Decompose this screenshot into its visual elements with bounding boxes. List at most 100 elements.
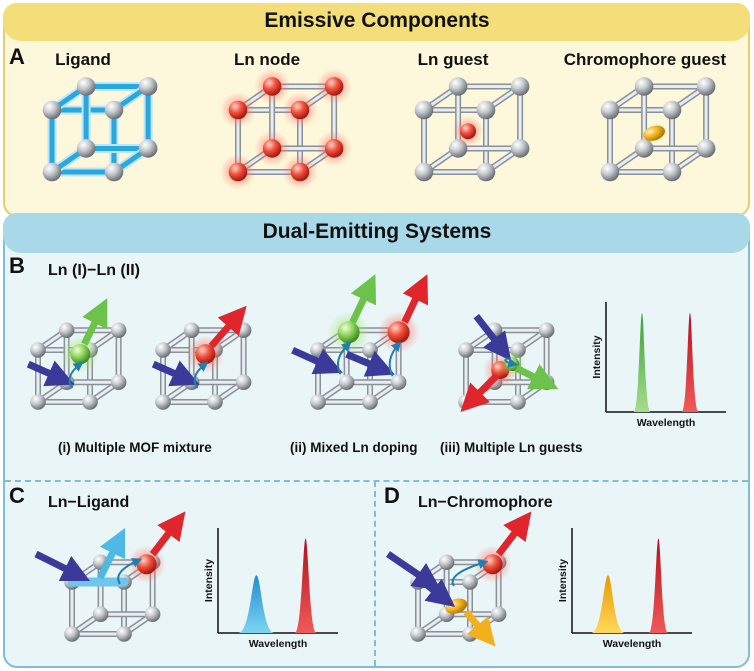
metal-node	[104, 100, 124, 120]
metal-node	[462, 626, 478, 642]
metal-node	[414, 100, 434, 120]
metal-node	[138, 139, 158, 158]
spectrum-b: Wavelength Intensity	[591, 302, 726, 429]
red-emission-arrow	[208, 305, 247, 349]
metal-node	[30, 342, 46, 358]
component-label-chromophore-guest: Chromophore guest	[563, 50, 727, 69]
y-axis-label: Intensity	[557, 559, 569, 602]
metal-node	[64, 626, 80, 642]
red-emission-arrow	[460, 373, 499, 413]
red-emission-arrow	[149, 511, 186, 557]
metal-node	[58, 322, 75, 339]
red-ln-node	[482, 554, 503, 575]
x-axis-label: Wavelength	[637, 417, 696, 429]
chromophore-emission-arrow	[463, 609, 496, 647]
excitation-arrow	[473, 313, 512, 361]
panel-b-letter: B	[9, 253, 25, 278]
emission-peak	[633, 313, 651, 412]
panel-a-letter: A	[9, 44, 25, 69]
ln-node	[262, 77, 282, 96]
ln-guest-ion	[460, 123, 477, 140]
excitation-arrow	[151, 360, 200, 387]
excitation-arrow	[345, 350, 395, 377]
metal-node	[662, 162, 682, 182]
emission-peak	[238, 575, 275, 633]
panel-divider-horizontal	[5, 480, 748, 482]
panel-b-title: Ln (I)−Ln (II)	[48, 262, 140, 279]
chromophore-guest	[643, 125, 665, 141]
emissive-components-title: Emissive Components	[264, 9, 490, 32]
metal-node	[183, 322, 200, 339]
metal-node	[414, 162, 434, 182]
energy-transfer-arrow	[336, 341, 352, 375]
panel-d-letter: D	[384, 483, 400, 508]
energy-transfer-arrow	[388, 341, 402, 377]
green-emission-arrow	[81, 298, 108, 346]
metal-node	[362, 394, 378, 410]
emission-peak	[591, 575, 625, 633]
component-label-ln-node: Ln node	[233, 50, 301, 69]
red-ln-guest	[195, 344, 216, 365]
metal-node	[600, 162, 620, 182]
component-label-ln-guest: Ln guest	[417, 50, 489, 69]
panel-divider-vertical	[374, 481, 376, 666]
metal-node	[235, 322, 252, 339]
energy-transfer-arrow	[193, 361, 209, 389]
metal-node	[390, 374, 407, 391]
metal-node	[207, 394, 223, 410]
metal-node	[42, 162, 62, 182]
metal-node	[476, 162, 496, 182]
ln-node	[324, 139, 344, 158]
excitation-arrow	[291, 347, 343, 375]
excitation-arrow	[26, 360, 75, 387]
metal-node	[116, 626, 132, 642]
green-emission-arrow	[514, 364, 559, 390]
metal-node	[310, 394, 326, 410]
metal-node	[458, 342, 474, 358]
metal-node	[510, 139, 530, 158]
metal-node	[110, 374, 127, 391]
metal-node	[338, 374, 355, 391]
caption-multiple-mof-mixture: (i) Multiple MOF mixture	[58, 440, 212, 455]
dual-emitting-header	[3, 213, 750, 253]
metal-node	[696, 139, 716, 158]
metal-node	[42, 100, 62, 120]
metal-node	[138, 77, 158, 96]
red-ln-node	[387, 321, 410, 344]
metal-node	[510, 394, 526, 410]
energy-transfer-arrow	[451, 559, 489, 587]
green-emission-arrow	[349, 274, 377, 324]
metal-node	[462, 574, 478, 590]
ln-node	[324, 77, 344, 96]
metal-node	[76, 77, 96, 96]
metal-node	[696, 77, 716, 96]
panel-d-title: Ln−Chromophore	[418, 494, 553, 511]
dual-emitting-panel	[3, 213, 750, 668]
dual-emitting-title: Dual-Emitting Systems	[262, 220, 492, 243]
metal-node	[155, 394, 171, 410]
metal-node	[144, 606, 161, 623]
y-axis-label: Intensity	[591, 335, 603, 378]
metal-node	[410, 626, 426, 642]
metal-node	[634, 77, 654, 96]
metal-node	[155, 342, 171, 358]
emission-peak	[648, 538, 668, 633]
metal-node	[76, 139, 96, 158]
green-ln-node	[337, 321, 360, 344]
ligand-cube	[42, 77, 158, 182]
component-label-ligand: Ligand	[55, 50, 111, 69]
ln-node	[262, 139, 282, 158]
emission-peak	[294, 538, 317, 633]
x-axis-label: Wavelength	[249, 638, 308, 650]
caption-mixed-ln-doping: (ii) Mixed Ln doping	[290, 440, 418, 455]
panel-c-title: Ln−Ligand	[48, 494, 130, 511]
red-ln-node	[136, 554, 157, 575]
metal-node	[448, 77, 468, 96]
caption-multiple-ln-guests: (iii) Multiple Ln guests	[440, 440, 583, 455]
metal-node	[490, 606, 507, 623]
metal-node	[82, 394, 98, 410]
